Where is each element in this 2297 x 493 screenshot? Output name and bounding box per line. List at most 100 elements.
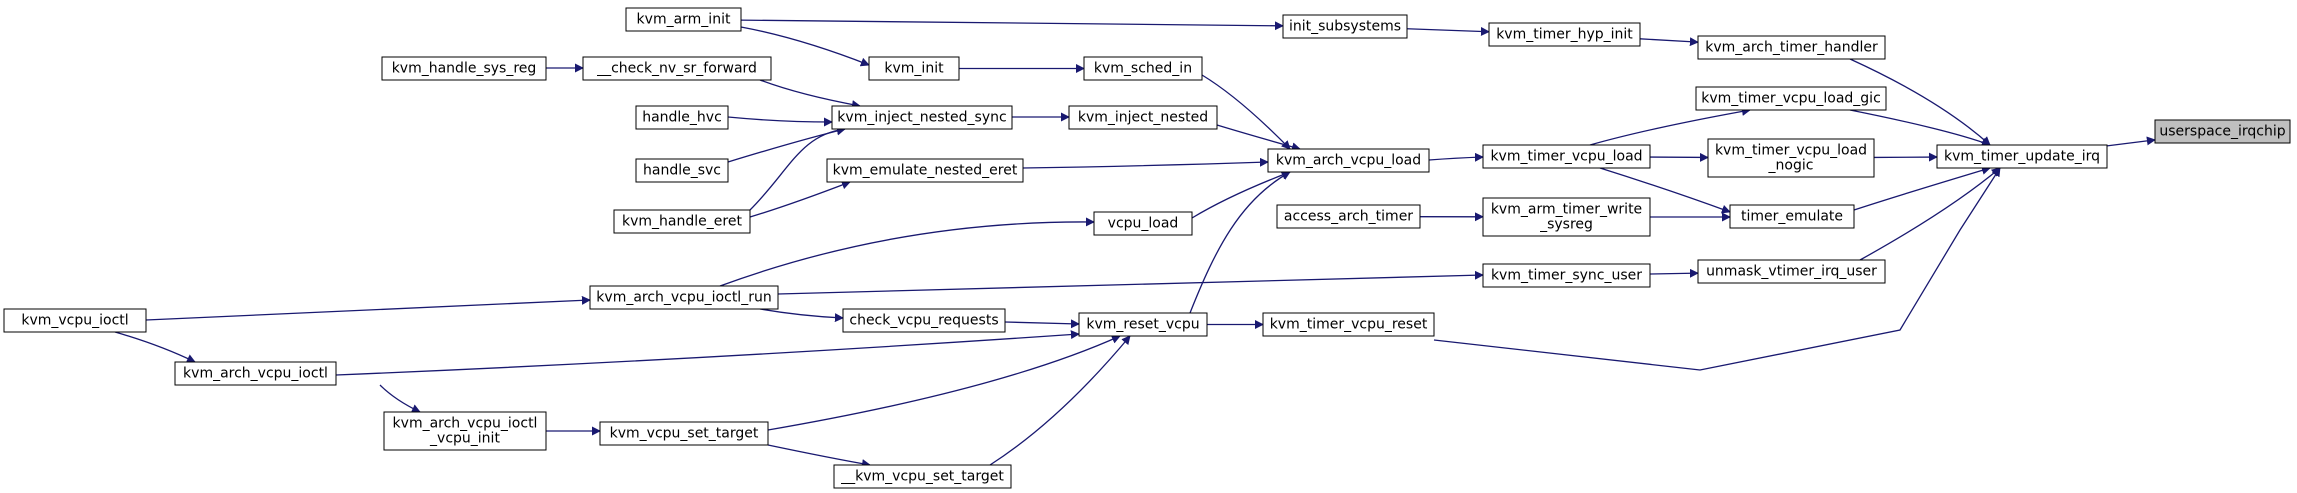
edge-unmask_vtimer_irq_user-to-kvm_timer_update_irq (1859, 167, 2001, 261)
node-__check_nv_sr_forward[interactable]: __check_nv_sr_forward (582, 56, 772, 81)
node-box (1267, 148, 1430, 173)
node-box (1482, 197, 1651, 237)
edge-kvm_arch_vcpu_ioctl_run-to-kvm_timer_sync_user (777, 270, 1484, 295)
node-label: kvm_handle_eret (622, 214, 742, 230)
node-kvm_handle_eret[interactable]: kvm_handle_eret (613, 209, 751, 234)
node-kvm_timer_vcpu_load_gic[interactable]: kvm_timer_vcpu_load_gic (1695, 86, 1887, 111)
node-label: kvm_timer_vcpu_load (1715, 143, 1867, 159)
node-box (1729, 204, 1855, 229)
node-kvm_sched_in[interactable]: kvm_sched_in (1083, 56, 1203, 81)
node-label: _nogic (1768, 158, 1814, 174)
node-kvm_vcpu_set_target[interactable]: kvm_vcpu_set_target (599, 421, 769, 446)
node-kvm_timer_vcpu_load[interactable]: kvm_timer_vcpu_load (1482, 144, 1651, 169)
node-vcpu_load[interactable]: vcpu_load (1093, 211, 1193, 236)
node-box (1936, 144, 2108, 169)
node-label: kvm_vcpu_ioctl (21, 313, 128, 329)
edge-kvm_timer_vcpu_load-to-timer_emulate (1599, 167, 1731, 214)
node-box (174, 361, 337, 386)
node-label: kvm_sched_in (1094, 61, 1192, 77)
node-label: kvm_emulate_nested_eret (833, 163, 1018, 179)
node-label: kvm_arch_vcpu_load (1276, 153, 1421, 169)
nodes-layer: userspace_irqchipkvm_arch_timer_handlerk… (3, 7, 2291, 489)
node-box (613, 209, 751, 234)
edge-kvm_vcpu_set_target-to-kvm_reset_vcpu (767, 335, 1121, 431)
edge-kvm_arch_vcpu_ioctl-to-kvm_reset_vcpu (335, 330, 1080, 376)
node-kvm_timer_vcpu_load_nogic[interactable]: kvm_timer_vcpu_load_nogic (1707, 138, 1875, 178)
node-kvm_reset_vcpu[interactable]: kvm_reset_vcpu (1078, 312, 1208, 337)
node-label: __check_nv_sr_forward (596, 61, 757, 77)
node-kvm_inject_nested[interactable]: kvm_inject_nested (1068, 105, 1218, 130)
node-label: kvm_inject_nested (1078, 110, 1208, 126)
edge-kvm_timer_hyp_init-to-kvm_arch_timer_handler (1639, 37, 1699, 47)
node-kvm_arch_vcpu_ioctl[interactable]: kvm_arch_vcpu_ioctl (174, 361, 337, 386)
edge-kvm_vcpu_set_target-to-__kvm_vcpu_set_target (767, 444, 871, 469)
edge-kvm_reset_vcpu-to-kvm_arch_vcpu_load (1189, 171, 1291, 314)
node-label: timer_emulate (1741, 209, 1843, 225)
node-handle_svc[interactable]: handle_svc (635, 158, 729, 183)
node-kvm_inject_nested_sync[interactable]: kvm_inject_nested_sync (831, 105, 1013, 130)
node-box (1697, 259, 1886, 284)
node-kvm_vcpu_ioctl[interactable]: kvm_vcpu_ioctl (3, 308, 147, 333)
node-box (1093, 211, 1193, 236)
node-kvm_arch_vcpu_ioctl_run[interactable]: kvm_arch_vcpu_ioctl_run (589, 285, 779, 310)
node-box (833, 464, 1012, 489)
node-timer_emulate[interactable]: timer_emulate (1729, 204, 1855, 229)
node-label: userspace_irqchip (2159, 124, 2285, 140)
node-kvm_arch_vcpu_load[interactable]: kvm_arch_vcpu_load (1267, 148, 1430, 173)
node-kvm_arm_init[interactable]: kvm_arm_init (625, 7, 742, 32)
edge-kvm_arch_vcpu_ioctl-to-kvm_arch_vcpu_ioctl_vcpu_init (379, 384, 421, 413)
edges-layer (114, 19, 2156, 469)
edge-kvm_handle_eret-to-kvm_inject_nested_sync (749, 125, 846, 211)
node-box (1695, 86, 1887, 111)
edge-kvm_vcpu_ioctl-to-kvm_arch_vcpu_ioctl_run (145, 295, 591, 321)
node-userspace_irqchip[interactable]: userspace_irqchip (2154, 119, 2291, 144)
node-label: kvm_timer_vcpu_reset (1270, 317, 1428, 333)
edge-kvm_timer_vcpu_reset-to-kvm_timer_update_irq (1433, 167, 2001, 371)
node-init_subsystems[interactable]: init_subsystems (1282, 14, 1408, 39)
node-kvm_timer_hyp_init[interactable]: kvm_timer_hyp_init (1488, 22, 1641, 47)
node-label: handle_svc (643, 163, 721, 179)
edge-kvm_arm_init-to-init_subsystems (740, 19, 1284, 31)
node-box (842, 308, 1006, 333)
node-kvm_timer_sync_user[interactable]: kvm_timer_sync_user (1482, 263, 1651, 288)
node-__kvm_vcpu_set_target[interactable]: __kvm_vcpu_set_target (833, 464, 1012, 489)
node-kvm_handle_sys_reg[interactable]: kvm_handle_sys_reg (381, 56, 547, 81)
edge-kvm_handle_eret-to-kvm_emulate_nested_eret (749, 180, 851, 218)
node-label: kvm_arch_vcpu_ioctl_run (596, 290, 771, 306)
node-kvm_arch_vcpu_ioctl_vcpu_init[interactable]: kvm_arch_vcpu_ioctl_vcpu_init (383, 411, 547, 451)
node-label: kvm_timer_hyp_init (1496, 27, 1633, 43)
node-kvm_timer_update_irq[interactable]: kvm_timer_update_irq (1936, 144, 2108, 169)
edge-kvm_inject_nested-to-kvm_arch_vcpu_load (1216, 124, 1301, 152)
node-kvm_emulate_nested_eret[interactable]: kvm_emulate_nested_eret (826, 158, 1024, 183)
edge-kvm_sched_in-to-kvm_arch_vcpu_load (1201, 74, 1291, 150)
edge-kvm_arch_vcpu_ioctl_run-to-vcpu_load (719, 217, 1095, 287)
node-kvm_arm_timer_write_sysreg[interactable]: kvm_arm_timer_write_sysreg (1482, 197, 1651, 237)
node-label: handle_hvc (642, 110, 722, 126)
node-label: kvm_inject_nested_sync (837, 110, 1006, 126)
node-box (868, 56, 960, 81)
node-label: kvm_init (884, 61, 944, 77)
node-check_vcpu_requests[interactable]: check_vcpu_requests (842, 308, 1006, 333)
edge-init_subsystems-to-kvm_timer_hyp_init (1406, 26, 1490, 36)
node-label: __kvm_vcpu_set_target (840, 469, 1004, 485)
node-box (582, 56, 772, 81)
node-box (831, 105, 1013, 130)
node-box (1262, 312, 1435, 337)
node-box (1482, 144, 1651, 169)
node-label: kvm_timer_update_irq (1944, 149, 2100, 165)
node-box (381, 56, 547, 81)
node-kvm_timer_vcpu_reset[interactable]: kvm_timer_vcpu_reset (1262, 312, 1435, 337)
node-label: _sysreg (1539, 217, 1593, 233)
node-kvm_init[interactable]: kvm_init (868, 56, 960, 81)
node-kvm_arch_timer_handler[interactable]: kvm_arch_timer_handler (1697, 35, 1886, 60)
edge-kvm_timer_sync_user-to-unmask_vtimer_irq_user (1649, 268, 1699, 278)
node-box (625, 7, 742, 32)
node-box (599, 421, 769, 446)
node-label: access_arch_timer (1284, 209, 1413, 225)
node-access_arch_timer[interactable]: access_arch_timer (1276, 204, 1421, 229)
node-handle_hvc[interactable]: handle_hvc (635, 105, 729, 130)
node-box (1707, 138, 1875, 178)
edge-__check_nv_sr_forward-to-kvm_inject_nested_sync (759, 79, 861, 109)
node-box (1482, 263, 1651, 288)
node-unmask_vtimer_irq_user[interactable]: unmask_vtimer_irq_user (1697, 259, 1886, 284)
